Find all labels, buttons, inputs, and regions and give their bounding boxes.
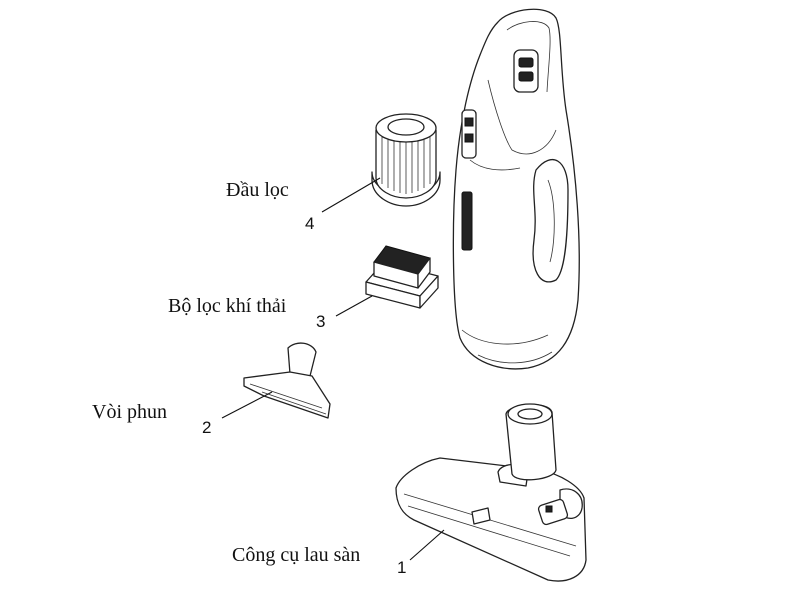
part-number-2: 2 [202,418,211,437]
leader-line-1 [409,529,445,561]
leader-line-2 [221,391,273,419]
part-number-1: 1 [397,558,406,577]
leader-line-4 [321,177,381,213]
part-label-3: Bộ lọc khí thải [168,295,287,317]
part-label-1: Công cụ lau sàn [232,544,360,566]
part-label-2: Vòi phun [92,401,167,423]
part-number-3: 3 [316,312,325,331]
nozzle-illustration [243,342,331,419]
vacuum-body-illustration [452,8,580,370]
exhaust-filter-illustration [365,245,439,309]
leader-line-3 [335,295,373,317]
filter-head-illustration [371,113,441,207]
floor-tool-illustration [395,403,587,582]
part-number-4: 4 [305,214,314,233]
part-label-4: Đầu lọc [226,179,289,201]
